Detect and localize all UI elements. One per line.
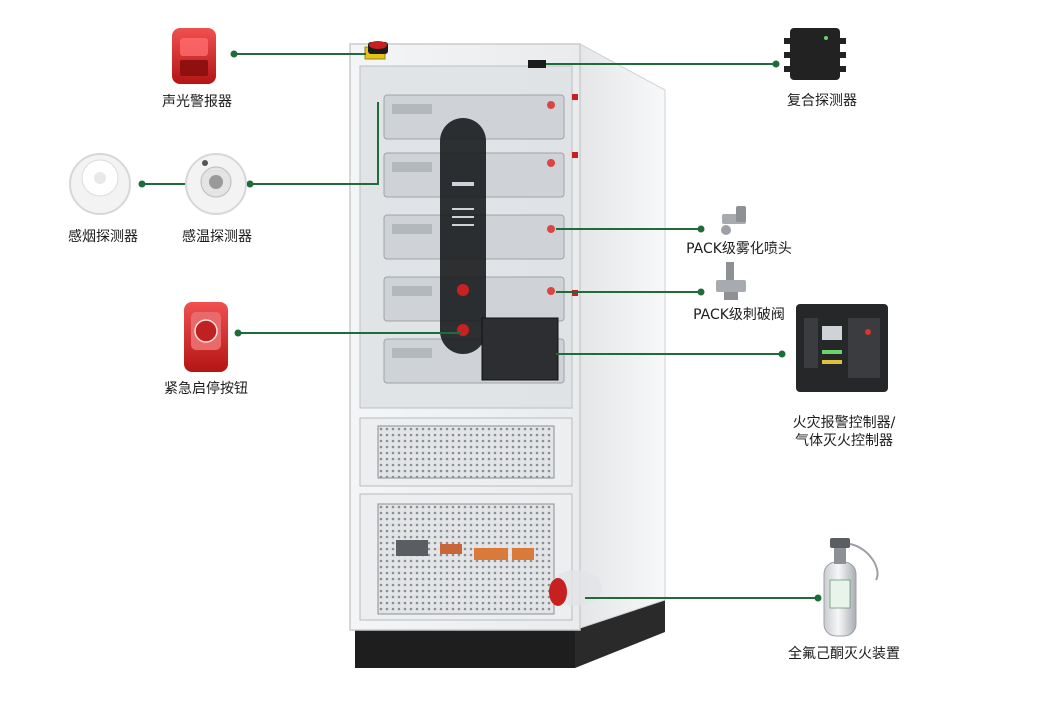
- label-heat-detector: 感温探测器: [182, 229, 252, 245]
- composite-detector-icon: [784, 28, 846, 80]
- sound-light-alarm-icon: [172, 28, 216, 84]
- label-pack-valve: PACK级刺破阀: [693, 307, 785, 323]
- energy-storage-cabinet: [349, 41, 666, 668]
- fire-alarm-controller-icon: [796, 304, 888, 392]
- controller-panel-on-cabinet: [481, 317, 559, 381]
- bms-display-panel: [440, 118, 486, 354]
- heat-detector-icon: [185, 153, 247, 215]
- gas-extinguisher-icon: [823, 538, 879, 637]
- emergency-stop-button-icon: [184, 302, 228, 372]
- label-emergency-button: 紧急启停按钮: [164, 381, 248, 397]
- label-smoke-detector: 感烟探测器: [68, 229, 138, 245]
- spray-nozzle-icon: [721, 206, 746, 235]
- label-pack-nozzle: PACK级雾化喷头: [686, 241, 792, 257]
- smoke-detector-icon: [69, 153, 131, 215]
- leader-dots: [138, 50, 822, 602]
- label-fire-controller-line2: 气体灭火控制器: [795, 433, 893, 449]
- leader-heat-detector: [250, 102, 379, 185]
- label-composite-detector: 复合探测器: [787, 93, 857, 109]
- label-fire-controller-line1: 火灾报警控制器/: [792, 415, 896, 431]
- puncture-valve-icon: [716, 262, 746, 300]
- label-extinguisher: 全氟己酮灭火装置: [788, 646, 900, 662]
- leader-lines: [142, 53, 818, 599]
- label-sound-light-alarm: 声光警报器: [162, 94, 232, 110]
